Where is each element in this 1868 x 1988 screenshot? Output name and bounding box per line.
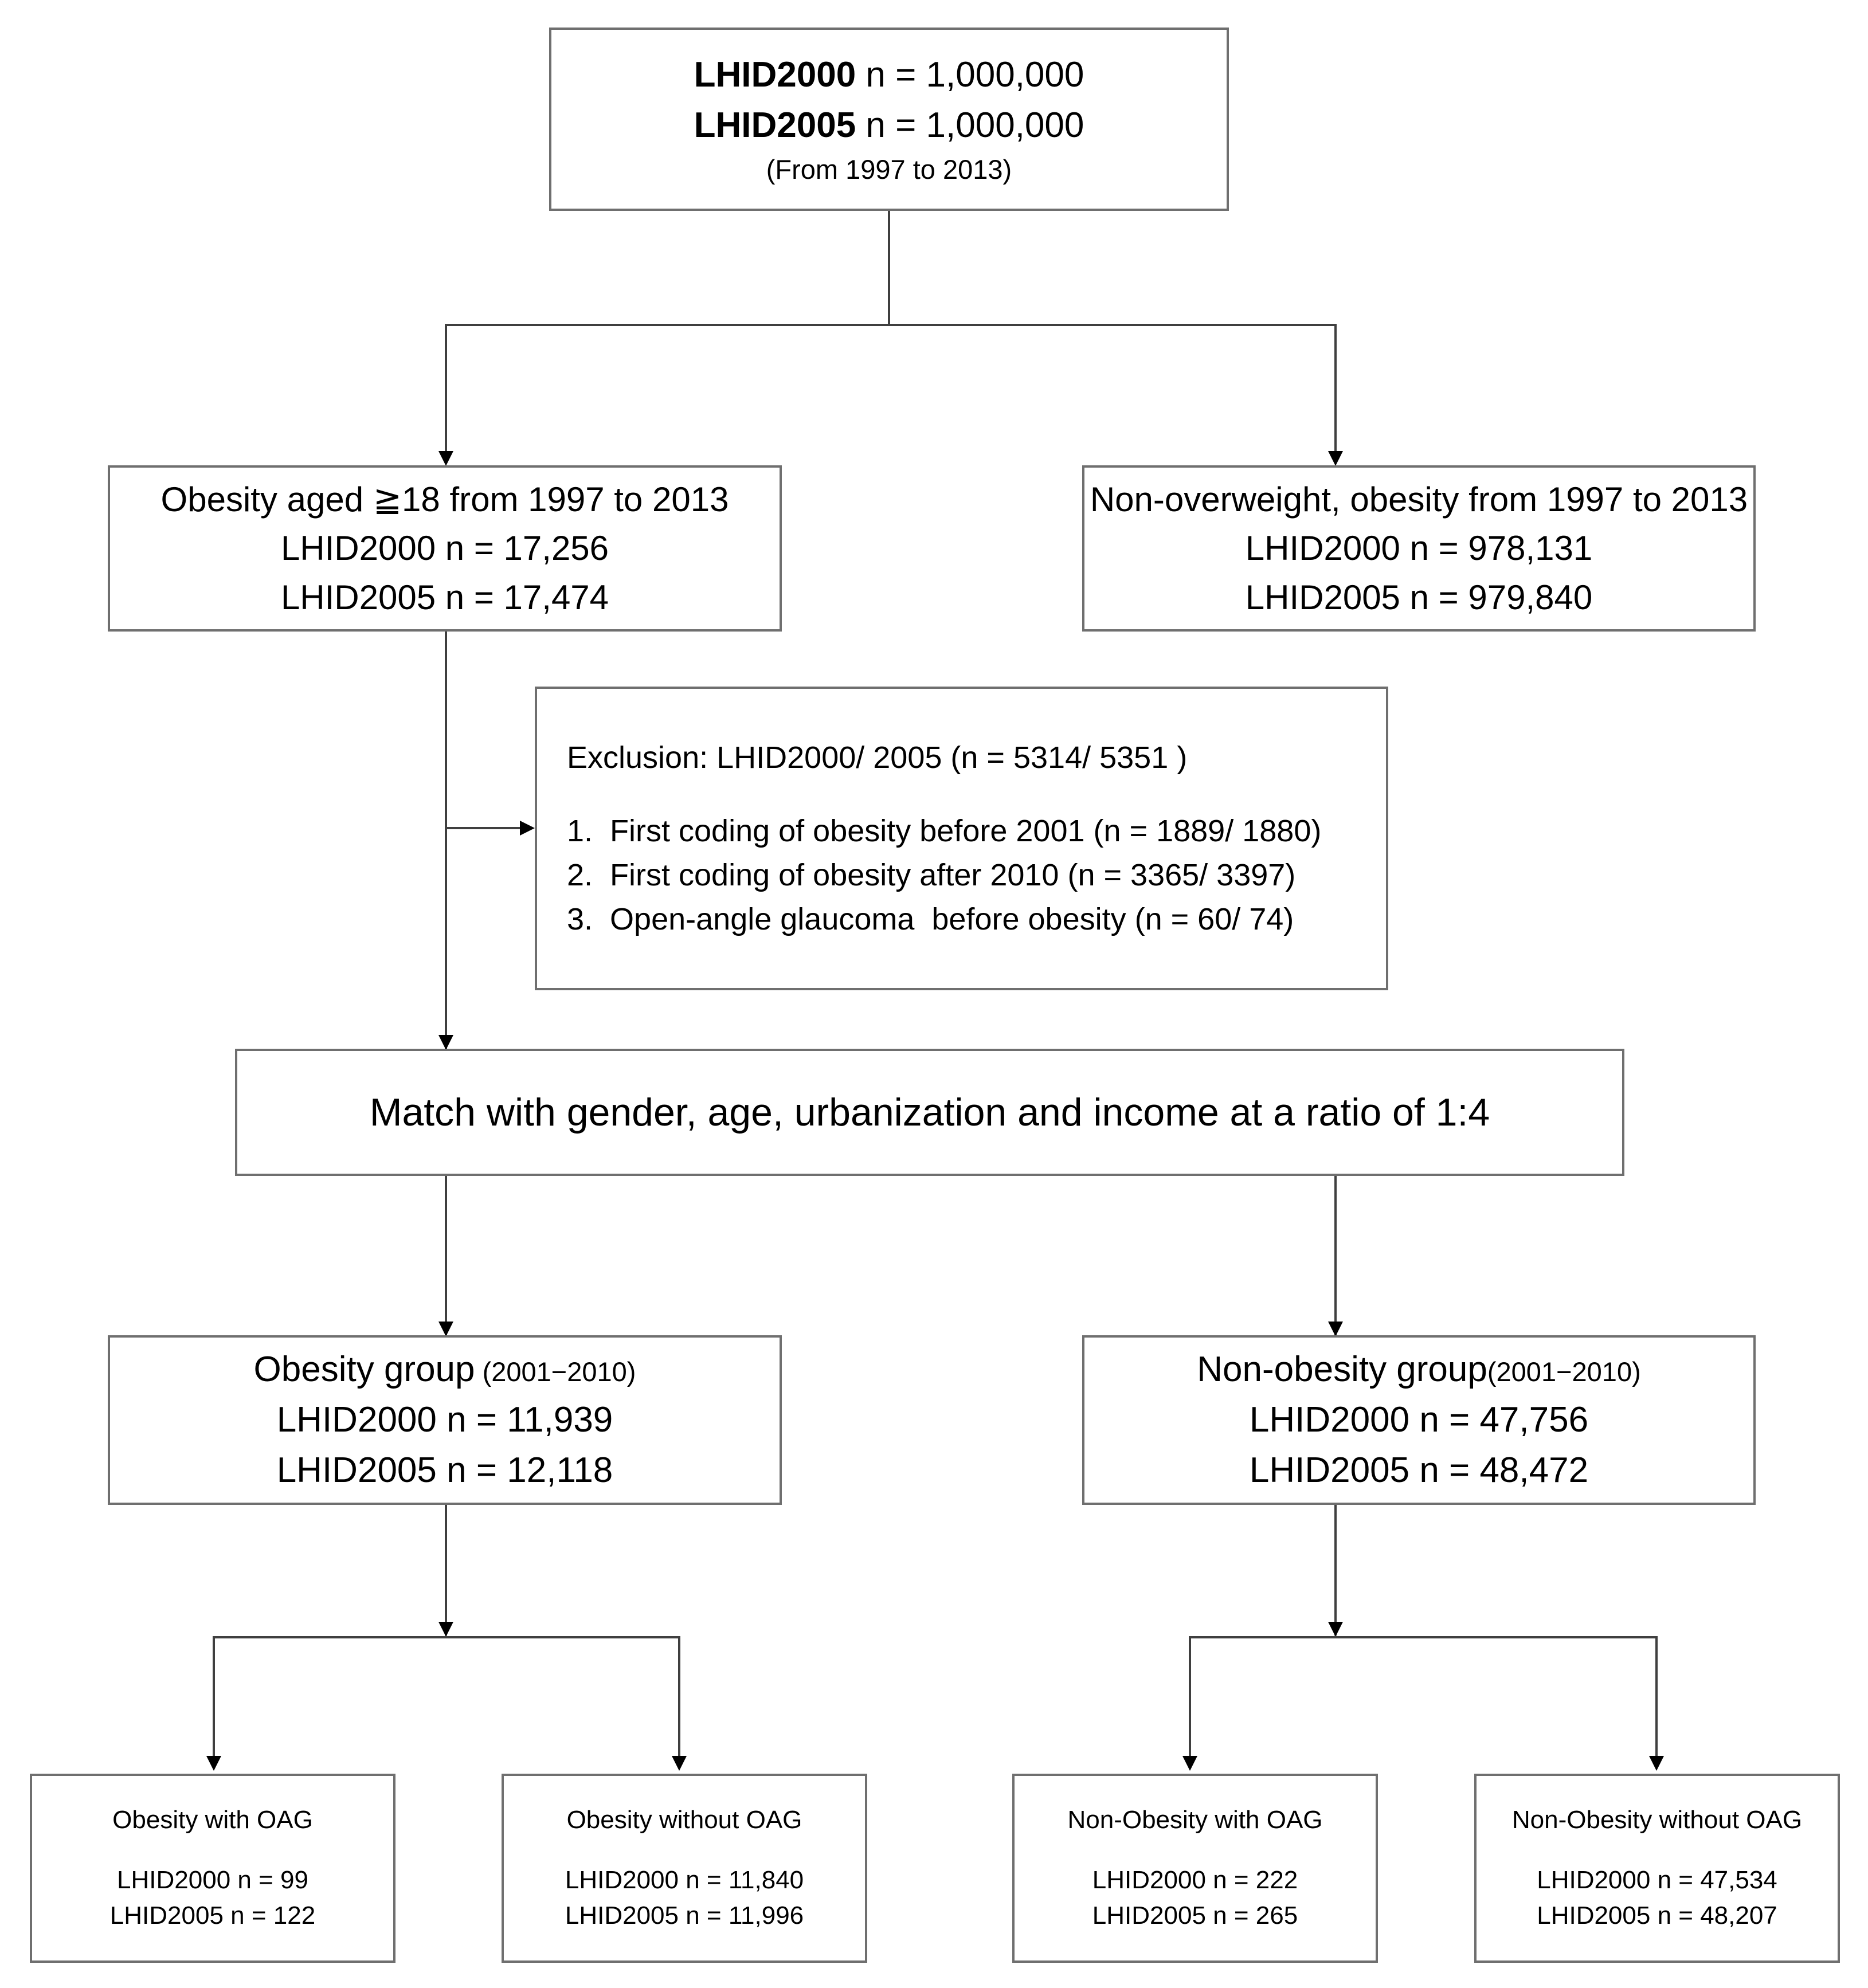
outcome-box-non-obesity-with-oag: Non-Obesity with OAG LHID2000 n = 222 LH… [1012, 1774, 1378, 1963]
arrowhead-non-obesity-without-oag [1649, 1756, 1664, 1771]
connector-root-stem [888, 211, 890, 325]
obesity-group-lhid2005: LHID2005 n = 12,118 [276, 1450, 613, 1491]
exclusion-criteria-box: Exclusion: LHID2000/ 2005 (n = 5314/ 535… [535, 687, 1388, 990]
obesity-group-box: Obesity group (2001−2010) LHID2000 n = 1… [108, 1335, 782, 1505]
matching-step-text: Match with gender, age, urbanization and… [369, 1090, 1490, 1134]
arrowhead-to-exclusion [520, 821, 535, 836]
outcome-box-non-obesity-without-oag: Non-Obesity without OAG LHID2000 n = 47,… [1474, 1774, 1840, 1963]
outcome-title: Obesity without OAG [566, 1806, 802, 1834]
non-obesity-group-lhid2005: LHID2005 n = 48,472 [1249, 1450, 1589, 1491]
root-lhid2000-label: LHID2000 [694, 54, 856, 95]
root-period-note: (From 1997 to 2013) [766, 154, 1012, 185]
obesity-cohort-title: Obesity aged ≧18 from 1997 to 2013 [160, 480, 729, 519]
connector-non-obesity-with-oag-drop [1189, 1636, 1191, 1759]
connector-obesity-without-oag-drop [678, 1636, 680, 1759]
non-obesity-group-title-years: (2001−2010) [1487, 1356, 1641, 1387]
arrowhead-obesity-to-match [438, 1035, 453, 1050]
exclusion-item: 3. Open-angle glaucoma before obesity (n… [567, 901, 1294, 936]
outcome-lhid2005: LHID2005 n = 122 [109, 1901, 316, 1930]
non-obesity-group-box: Non-obesity group(2001−2010) LHID2000 n … [1082, 1335, 1756, 1505]
obesity-cohort-lhid2005: LHID2005 n = 17,474 [280, 578, 609, 617]
connector-obesity-group-stem [445, 1505, 447, 1636]
non-obesity-group-lhid2000: LHID2000 n = 47,756 [1249, 1399, 1589, 1440]
arrowhead-non-obesity-group-stem [1328, 1622, 1343, 1637]
outcome-lhid2005: LHID2005 n = 48,207 [1537, 1901, 1777, 1930]
outcome-box-obesity-without-oag: Obesity without OAG LHID2000 n = 11,840 … [502, 1774, 867, 1963]
connector-obesity-with-oag-drop [213, 1636, 215, 1759]
exclusion-heading: Exclusion: LHID2000/ 2005 (n = 5314/ 535… [567, 740, 1188, 775]
root-cohort-box: LHID2000 n = 1,000,000 LHID2005 n = 1,00… [549, 28, 1229, 211]
non-overweight-cohort-lhid2000: LHID2000 n = 978,131 [1245, 529, 1593, 568]
non-obesity-group-title-text: Non-obesity group [1197, 1349, 1487, 1389]
arrowhead-obesity-without-oag [672, 1756, 687, 1771]
obesity-group-title-text: Obesity group [253, 1349, 475, 1389]
non-overweight-cohort-title: Non-overweight, obesity from 1997 to 201… [1090, 480, 1748, 519]
connector-non-obesity-outcome-bar [1189, 1636, 1658, 1638]
exclusion-item-list: 1. First coding of obesity before 2001 (… [567, 809, 1321, 941]
connector-exclusion-branch [445, 827, 522, 829]
outcome-title: Non-Obesity without OAG [1511, 1806, 1803, 1834]
connector-root-to-right-drop [1334, 324, 1337, 454]
root-lhid2005-label: LHID2005 [694, 105, 856, 145]
connector-non-obesity-group-stem [1334, 1505, 1337, 1636]
outcome-lhid2000: LHID2000 n = 222 [1092, 1865, 1298, 1894]
arrowhead-non-obesity-with-oag [1182, 1756, 1197, 1771]
obesity-group-lhid2000: LHID2000 n = 11,939 [276, 1399, 613, 1440]
arrowhead-root-to-right [1328, 451, 1343, 466]
non-obesity-group-title: Non-obesity group(2001−2010) [1197, 1344, 1641, 1395]
outcome-box-obesity-with-oag: Obesity with OAG LHID2000 n = 99 LHID200… [30, 1774, 395, 1963]
outcome-title: Obesity with OAG [112, 1806, 313, 1834]
root-line-2: LHID2005 n = 1,000,000 [694, 100, 1084, 151]
root-lhid2000-value: n = 1,000,000 [856, 54, 1084, 95]
outcome-lhid2000: LHID2000 n = 47,534 [1537, 1865, 1777, 1894]
arrowhead-obesity-group-stem [438, 1622, 453, 1637]
obesity-group-title: Obesity group (2001−2010) [254, 1344, 636, 1395]
connector-root-to-left-drop [445, 324, 447, 454]
connector-root-split-bar [445, 324, 1337, 326]
outcome-lhid2005: LHID2005 n = 11,996 [565, 1901, 804, 1930]
arrowhead-obesity-with-oag [206, 1756, 221, 1771]
connector-non-obesity-without-oag-drop [1655, 1636, 1658, 1759]
root-lhid2005-value: n = 1,000,000 [856, 105, 1084, 145]
obesity-group-title-years: (2001−2010) [475, 1356, 636, 1387]
arrowhead-match-to-non-obesity-group [1328, 1322, 1343, 1336]
non-overweight-cohort-box: Non-overweight, obesity from 1997 to 201… [1082, 465, 1756, 632]
outcome-lhid2005: LHID2005 n = 265 [1092, 1901, 1298, 1930]
connector-obesity-to-match-spine [445, 632, 447, 1049]
outcome-lhid2000: LHID2000 n = 99 [117, 1865, 308, 1894]
obesity-cohort-lhid2000: LHID2000 n = 17,256 [280, 529, 609, 568]
obesity-cohort-box: Obesity aged ≧18 from 1997 to 2013 LHID2… [108, 465, 782, 632]
matching-step-box: Match with gender, age, urbanization and… [235, 1049, 1624, 1176]
exclusion-item: 2. First coding of obesity after 2010 (n… [567, 858, 1296, 892]
root-line-1: LHID2000 n = 1,000,000 [694, 50, 1084, 100]
outcome-lhid2000: LHID2000 n = 11,840 [565, 1865, 804, 1894]
connector-match-to-obesity-group [445, 1176, 447, 1335]
non-overweight-cohort-lhid2005: LHID2005 n = 979,840 [1245, 578, 1593, 617]
outcome-title: Non-Obesity with OAG [1067, 1806, 1323, 1834]
connector-match-to-non-obesity-group [1334, 1176, 1337, 1335]
connector-obesity-outcome-bar [213, 1636, 680, 1638]
arrowhead-root-to-left [438, 451, 453, 466]
arrowhead-match-to-obesity-group [438, 1322, 453, 1336]
exclusion-item: 1. First coding of obesity before 2001 (… [567, 814, 1322, 849]
